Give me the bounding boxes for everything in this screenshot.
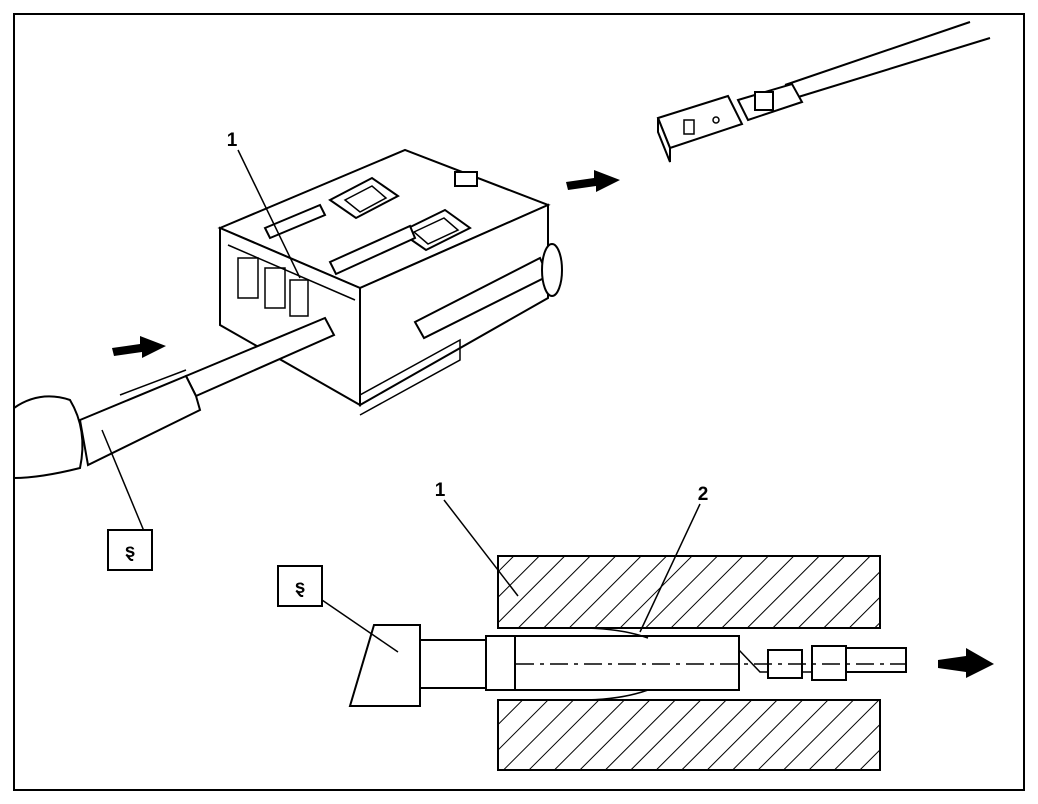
section-terminal <box>380 627 907 701</box>
leader-line <box>321 599 399 653</box>
pull-arrow <box>938 648 994 678</box>
connector-housing <box>217 148 563 416</box>
figure-border <box>13 13 1025 791</box>
tool-symbol: ȿ <box>295 577 306 598</box>
tool-symbol-box: ȿ <box>107 529 153 571</box>
callout-1-section: 1 <box>435 480 446 501</box>
push-arrow <box>566 170 620 192</box>
release-tool <box>13 316 336 537</box>
section-tool <box>348 624 516 707</box>
push-arrow <box>112 336 166 358</box>
tool-symbol-box: ȿ <box>277 565 323 607</box>
tool-symbol: ȿ <box>125 541 136 562</box>
leader-line <box>443 499 519 597</box>
callout-1-top: 1 <box>227 130 238 151</box>
leader-line <box>639 503 701 633</box>
leader-line <box>237 149 301 279</box>
wire-with-terminal <box>656 21 991 163</box>
callout-2: 2 <box>698 484 709 505</box>
